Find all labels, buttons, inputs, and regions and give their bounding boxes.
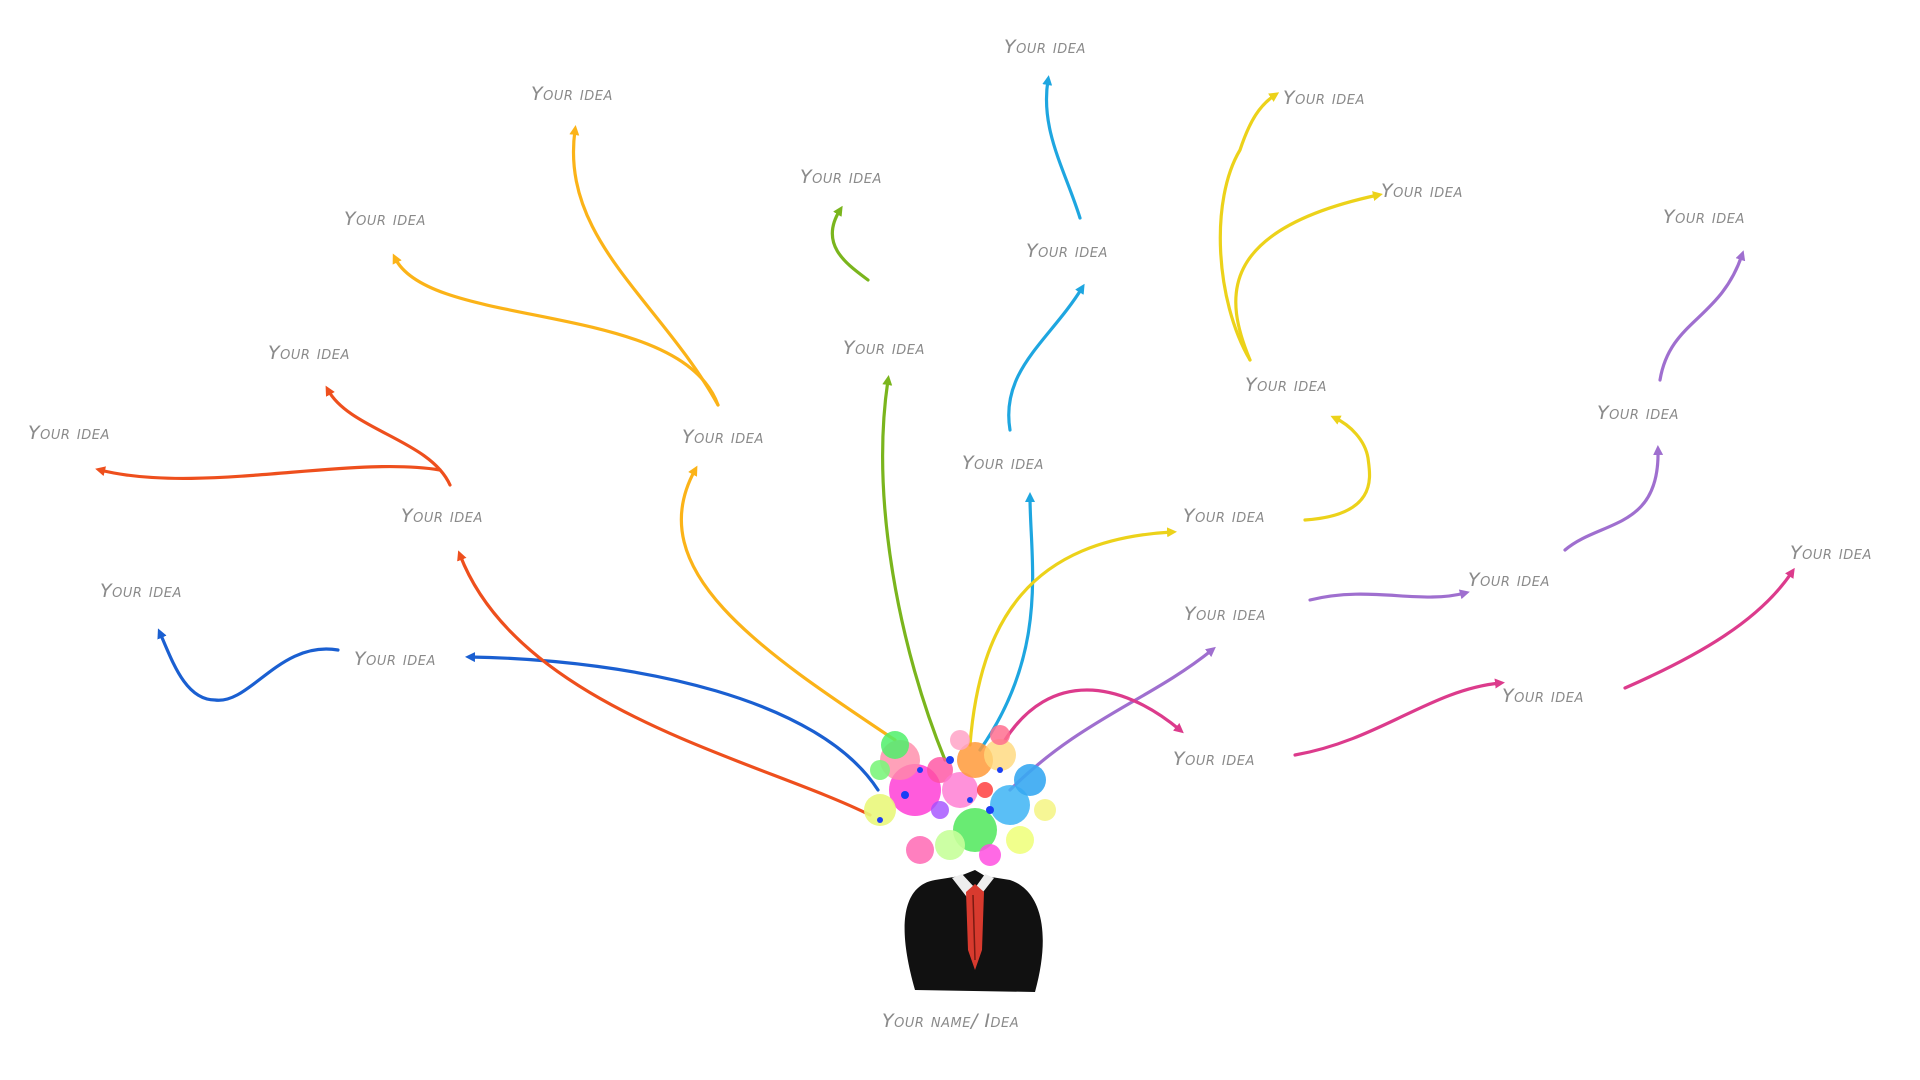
idea-blue-2[interactable]: Your idea [100, 580, 182, 602]
idea-red-3[interactable]: Your idea [28, 422, 110, 444]
link-orange-2 [392, 253, 720, 407]
idea-magenta-2[interactable]: Your idea [1502, 685, 1584, 707]
idea-cyan-2[interactable]: Your idea [1026, 240, 1108, 262]
link-blue-2 [157, 628, 340, 702]
idea-orange-2[interactable]: Your idea [344, 208, 426, 230]
idea-cyan-3[interactable]: Your idea [1004, 36, 1086, 58]
idea-magenta-1[interactable]: Your idea [1173, 748, 1255, 770]
idea-yellow-4[interactable]: Your idea [1381, 180, 1463, 202]
idea-orange-1[interactable]: Your idea [682, 426, 764, 448]
paint-splash-head [864, 725, 1056, 866]
idea-purple-1[interactable]: Your idea [1184, 603, 1266, 625]
link-cyan-1 [978, 492, 1036, 752]
link-orange-1 [679, 465, 897, 742]
idea-orange-3[interactable]: Your idea [531, 83, 613, 105]
center-label[interactable]: Your name/ Idea [882, 1010, 1020, 1032]
link-purple-2 [1308, 589, 1470, 602]
link-orange-3 [569, 125, 720, 407]
link-blue-1 [465, 652, 880, 792]
link-red-2 [325, 385, 452, 487]
link-cyan-2 [1007, 283, 1085, 432]
link-yellow-1 [968, 527, 1177, 747]
link-magenta-2 [1293, 678, 1505, 757]
link-cyan-3 [1042, 75, 1082, 220]
link-red-3 [95, 464, 442, 481]
link-yellow-3 [1218, 92, 1280, 362]
link-purple-4 [1658, 250, 1746, 382]
idea-green-1[interactable]: Your idea [843, 337, 925, 359]
idea-blue-1[interactable]: Your idea [354, 648, 436, 670]
link-magenta-3 [1623, 567, 1795, 690]
idea-purple-3[interactable]: Your idea [1597, 402, 1679, 424]
idea-cyan-1[interactable]: Your idea [962, 452, 1044, 474]
link-yellow-2 [1303, 415, 1372, 522]
idea-purple-2[interactable]: Your idea [1468, 569, 1550, 591]
link-purple-3 [1563, 445, 1664, 552]
idea-green-2[interactable]: Your idea [800, 166, 882, 188]
suit-body [904, 870, 1043, 992]
idea-purple-4[interactable]: Your idea [1663, 206, 1745, 228]
link-green-1 [881, 375, 947, 762]
idea-yellow-2[interactable]: Your idea [1245, 374, 1327, 396]
link-red-1 [457, 550, 872, 817]
idea-yellow-1[interactable]: Your idea [1183, 505, 1265, 527]
link-magenta-1 [1003, 688, 1184, 742]
link-green-2 [830, 205, 870, 282]
idea-yellow-3[interactable]: Your idea [1283, 87, 1365, 109]
idea-red-1[interactable]: Your idea [401, 505, 483, 527]
idea-magenta-3[interactable]: Your idea [1790, 542, 1872, 564]
link-yellow-4 [1234, 191, 1383, 362]
idea-red-2[interactable]: Your idea [268, 342, 350, 364]
